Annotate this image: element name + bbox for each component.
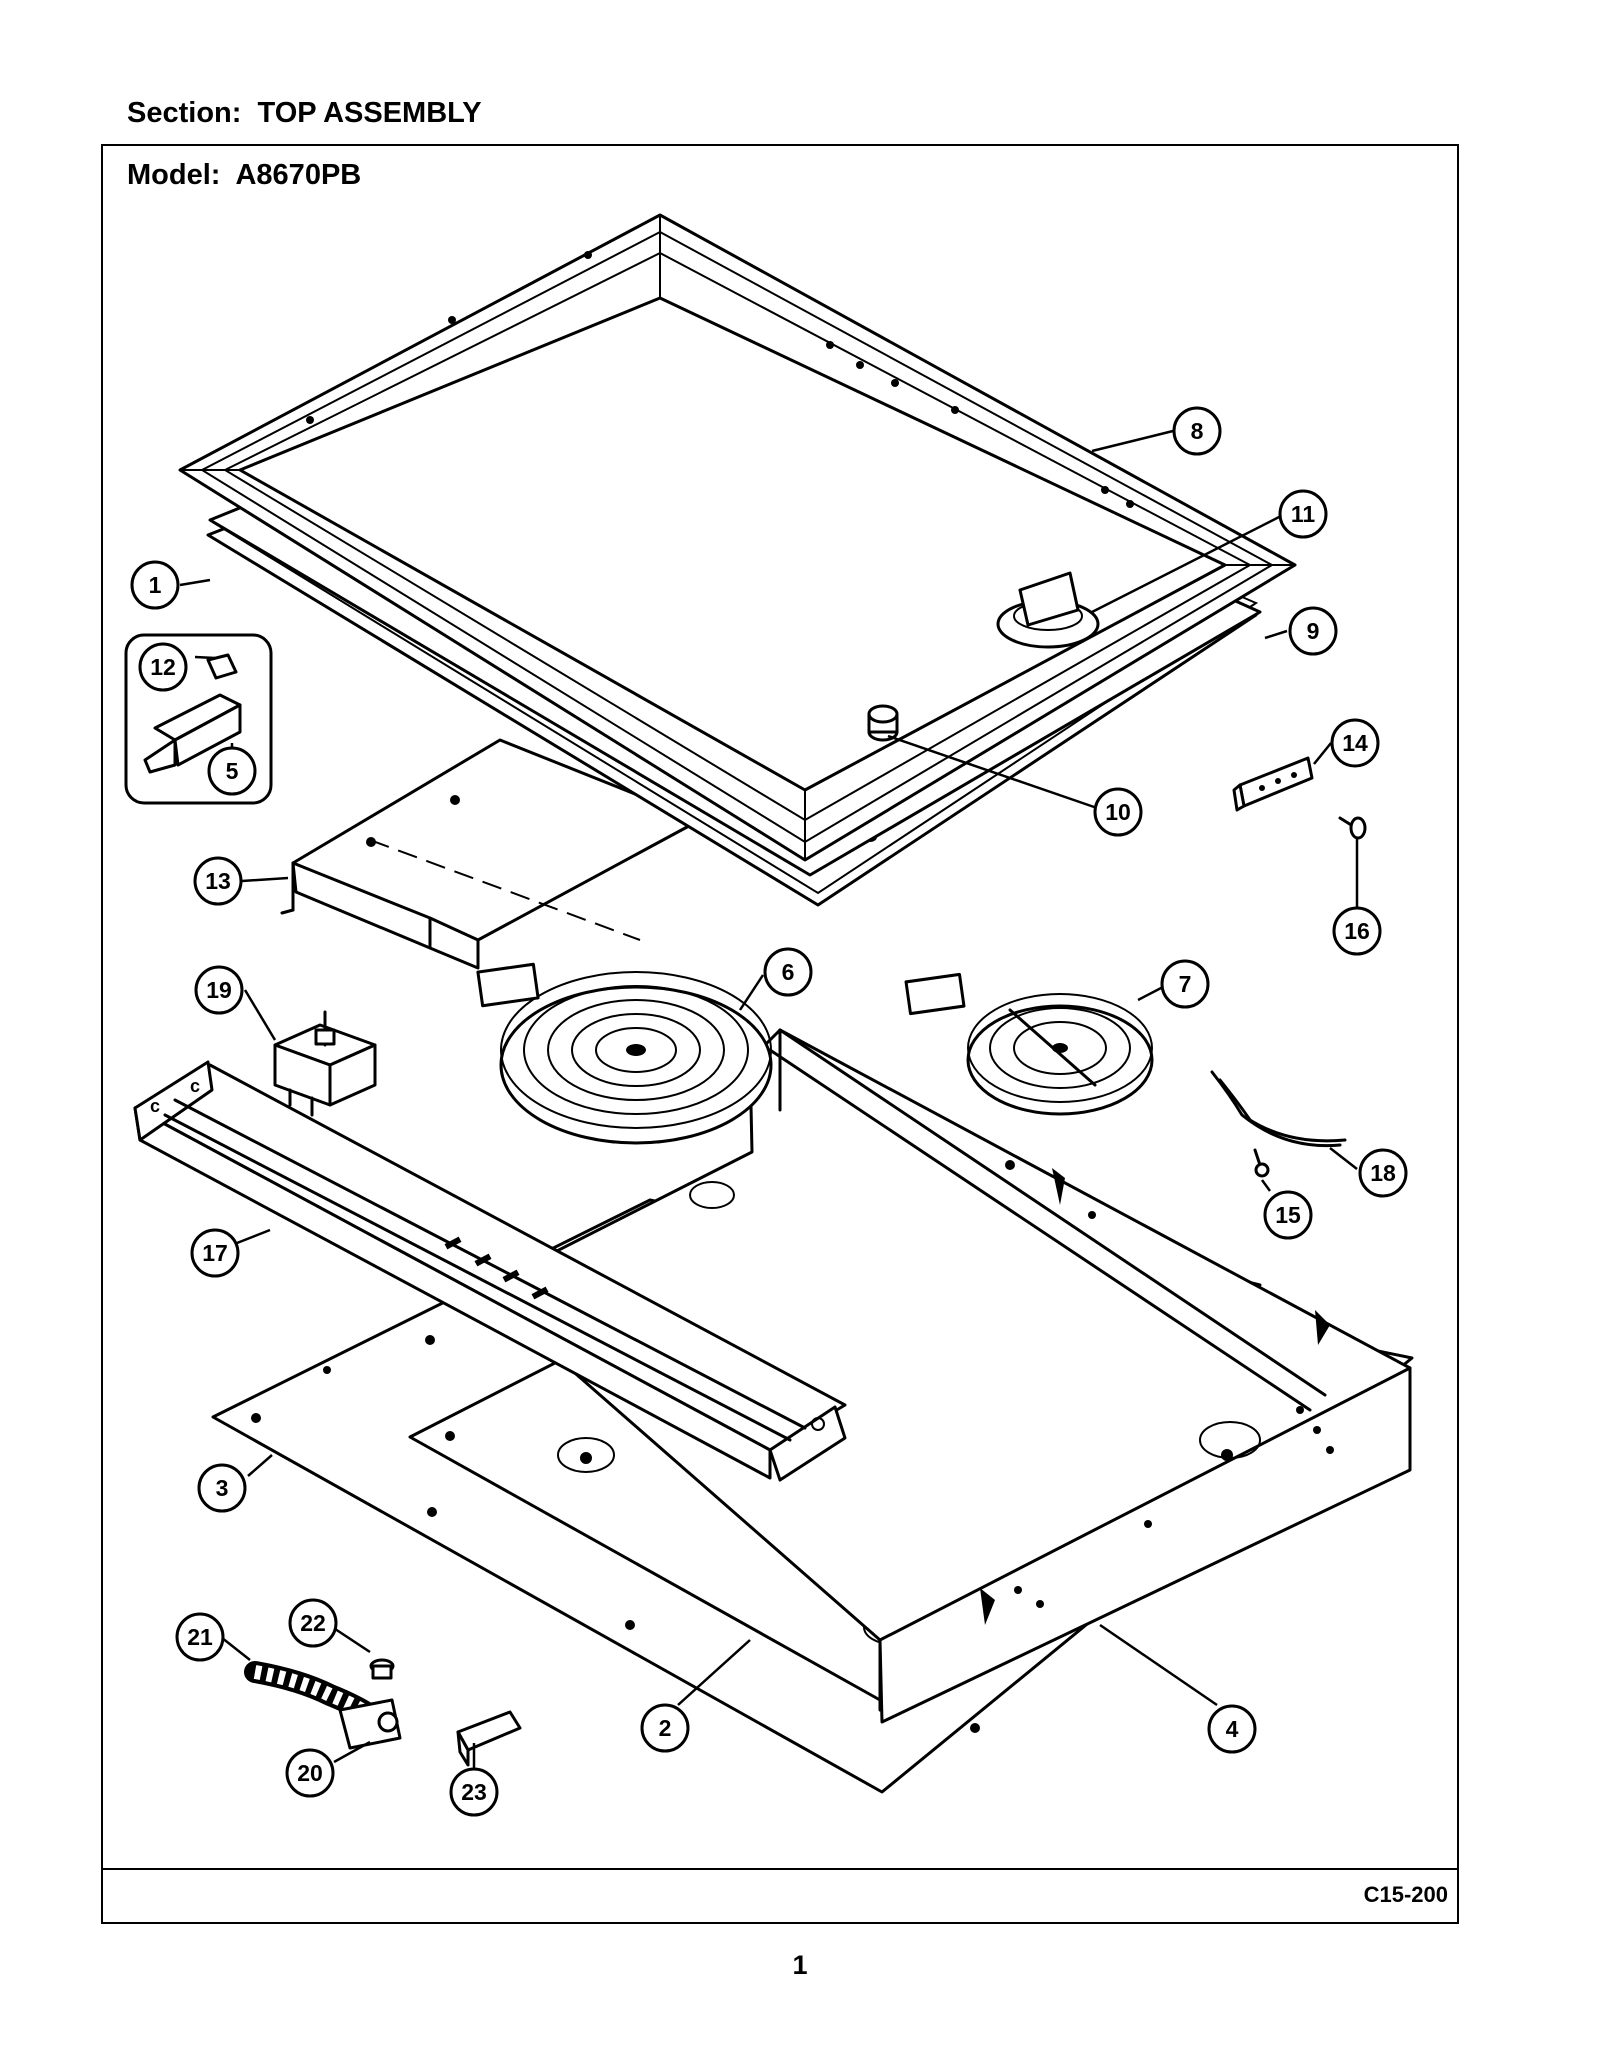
svg-text:6: 6 [782,959,795,985]
clip-screw [1253,1148,1270,1178]
svg-text:8: 8 [1191,418,1204,444]
callout-13: 13 [193,856,243,906]
callout-4: 4 [1207,1704,1257,1754]
callout-16: 16 [1332,906,1382,956]
callout-19: 19 [194,965,244,1015]
callout-7: 7 [1160,959,1210,1009]
svg-text:2: 2 [659,1715,672,1741]
grommet [867,704,899,742]
svg-text:17: 17 [202,1240,228,1266]
terminal-bracket [1232,756,1314,812]
svg-text:16: 16 [1344,918,1370,944]
footer-divider [101,1868,1459,1870]
svg-text:13: 13 [205,868,231,894]
model-label: Model: [127,159,221,191]
svg-text:12: 12 [150,654,176,680]
callout-17: 17 [190,1228,240,1278]
svg-text:14: 14 [1342,730,1368,756]
leader-lines [179,429,1359,1768]
element-support-channel [280,738,702,970]
svg-text:c: c [150,1096,160,1116]
svg-text:10: 10 [1105,799,1131,825]
section-title: Section: TOP ASSEMBLY [127,97,482,130]
callout-8: 8 [1172,406,1222,456]
callout-2: 2 [640,1703,690,1753]
diagram-code: C15-200 [1363,1882,1448,1907]
svg-text:5: 5 [226,758,239,784]
callout-14: 14 [1330,718,1380,768]
callout-1: 1 [130,560,180,610]
svg-text:19: 19 [206,977,232,1003]
infinite-switch [273,1010,377,1117]
svg-text:15: 15 [1275,1202,1301,1228]
spring-clip [1210,1070,1347,1148]
callout-5: 5 [207,746,257,796]
callout-21: 21 [175,1612,225,1662]
wire-connector [456,1710,522,1767]
control-knob [996,571,1100,649]
section-value: TOP ASSEMBLY [257,97,482,129]
top-frame [178,213,1297,862]
exploded-parts-diagram: c c [124,213,1414,1817]
callout-3: 3 [197,1463,247,1513]
callout-18: 18 [1358,1148,1408,1198]
callout-22: 22 [288,1598,338,1648]
svg-text:18: 18 [1370,1160,1396,1186]
svg-text:21: 21 [187,1624,213,1650]
main-top-box [478,1028,1412,1724]
terminal-block-harness [244,1658,402,1750]
svg-text:1: 1 [149,572,162,598]
callout-12: 12 [138,642,188,692]
svg-text:9: 9 [1307,618,1320,644]
diagram-frame [101,144,1459,1924]
mounting-screw [1338,816,1367,840]
callout-6: 6 [763,947,813,997]
svg-text:23: 23 [461,1779,487,1805]
svg-text:22: 22 [300,1610,326,1636]
callout-23: 23 [449,1767,499,1817]
model-value: A8670PB [235,159,362,191]
svg-text:20: 20 [297,1760,323,1786]
front-support-rail: c c [133,1060,847,1482]
small-surface-element [904,972,1154,1116]
svg-text:c: c [190,1076,200,1096]
svg-text:4: 4 [1226,1716,1239,1742]
svg-text:3: 3 [216,1475,229,1501]
model-title: Model: A8670PB [127,159,361,192]
callout-20: 20 [285,1748,335,1798]
svg-text:11: 11 [1291,501,1316,527]
svg-text:7: 7 [1179,971,1192,997]
section-label: Section: [127,97,242,129]
callout-11: 11 [1278,489,1328,539]
callout-9: 9 [1288,606,1338,656]
callout-10: 10 [1093,787,1143,837]
page-number: 1 [792,1950,808,1980]
large-surface-element [476,962,773,1145]
callout-15: 15 [1263,1190,1313,1240]
